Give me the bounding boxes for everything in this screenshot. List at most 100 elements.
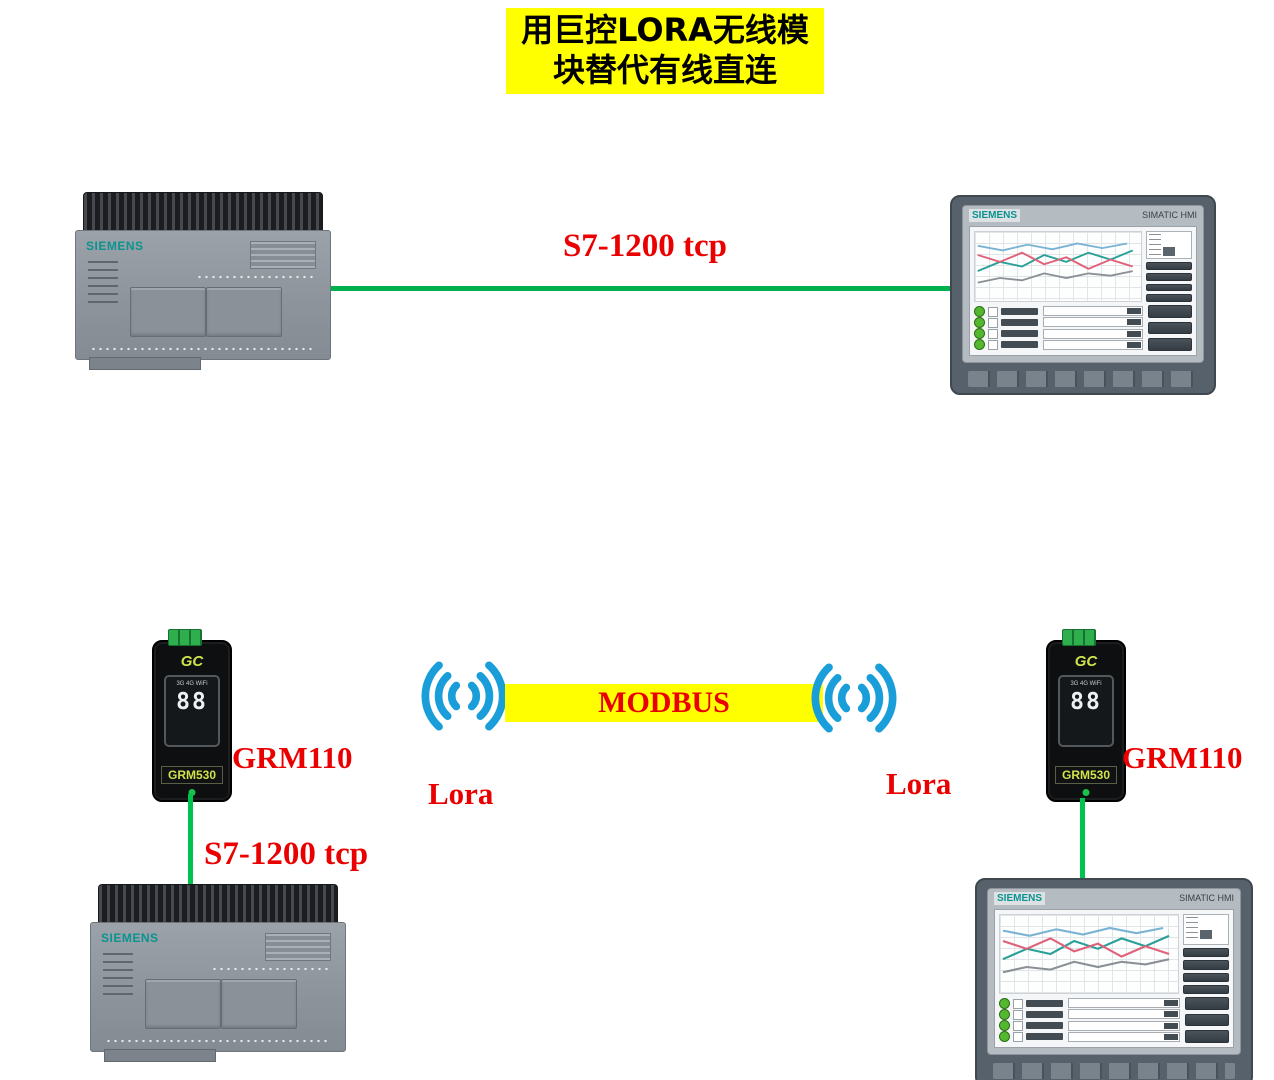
grm-brand-label: GC: [1074, 653, 1098, 670]
grm-display: 3G 4G WiFi 88: [164, 675, 220, 747]
hmi-led-label: [1026, 1000, 1063, 1007]
plc-vent-grille: [98, 884, 338, 926]
hmi-soft-button: [1183, 960, 1229, 970]
plc-body: SIEMENS: [90, 922, 346, 1052]
hmi-brand-label: SIEMENS: [969, 208, 1021, 222]
hmi-header: SIEMENS SIMATIC HMI: [988, 889, 1240, 907]
grm-terminal-block: [1062, 629, 1096, 646]
plc-door-right: [206, 287, 282, 337]
hmi-checkbox: [1013, 1009, 1023, 1020]
top-link-label: S7-1200 tcp: [562, 228, 728, 264]
hmi-led-row: [974, 317, 1038, 328]
hmi-led-row: [999, 1020, 1063, 1031]
grm-radio-labels: 3G 4G WiFi: [176, 680, 208, 687]
grm-terminal-block: [168, 629, 202, 646]
title-banner: 用巨控LORA无线模 块替代有线直连: [506, 8, 824, 94]
grm-module-left: GC 3G 4G WiFi 88 GRM530: [152, 629, 232, 802]
hmi-controls-row: [974, 305, 1192, 352]
hmi-led-column: [999, 997, 1063, 1043]
hmi-soft-button: [1148, 338, 1192, 352]
green-led-icon: [974, 306, 985, 317]
hmi-led-row: [999, 998, 1063, 1009]
hmi-checkbox: [1013, 998, 1023, 1009]
hmi-device-top: SIEMENS SIMATIC HMI: [950, 195, 1216, 395]
hmi-trend-lines: [1002, 926, 1170, 974]
hmi-soft-button: [1146, 262, 1192, 270]
plc-door-left: [145, 979, 221, 1029]
lora-left-caption: Lora: [428, 776, 494, 811]
plc-terminal-dots-bottom: [105, 1037, 331, 1045]
plc-type-label: [265, 933, 331, 961]
hmi-soft-button: [1185, 1030, 1229, 1044]
hmi-side-panel: [1183, 914, 1229, 995]
grm-display: 3G 4G WiFi 88: [1058, 675, 1114, 747]
hmi-led-label: [1026, 1033, 1063, 1040]
hmi-function-keys: [968, 371, 1198, 387]
plc-led-block: [88, 261, 118, 307]
hmi-screen: [969, 226, 1197, 356]
hmi-value-bar: [1068, 1031, 1180, 1042]
hmi-checkbox: [988, 328, 998, 339]
hmi-soft-button: [1183, 972, 1229, 982]
grm-radio-labels: 3G 4G WiFi: [1070, 680, 1102, 687]
hmi-checkbox: [1013, 1031, 1023, 1042]
green-led-icon: [974, 328, 985, 339]
hmi-trend-chart: [999, 914, 1179, 994]
hmi-value-bar: [1068, 1009, 1180, 1020]
hmi-soft-button: [1183, 984, 1229, 995]
grm-status-led: [1082, 789, 1090, 796]
hmi-slider: [1146, 231, 1192, 259]
grm-module-right: GC 3G 4G WiFi 88 GRM530: [1046, 629, 1126, 802]
hmi-led-row: [999, 1009, 1063, 1020]
hmi-led-row: [974, 306, 1038, 317]
hmi-value-bar: [1068, 998, 1180, 1008]
hmi-value-bar: [1043, 328, 1143, 339]
plc-type-label: [250, 241, 316, 269]
hmi-bezel: SIEMENS SIMATIC HMI: [962, 205, 1204, 363]
hmi-value-bar: [1043, 317, 1143, 328]
hmi-soft-button: [1148, 321, 1192, 335]
hmi-led-label: [1026, 1011, 1063, 1018]
grm-digit-display: 88: [176, 689, 208, 715]
hmi-value-bar: [1043, 306, 1143, 316]
plc-terminal-dots-top: [211, 965, 329, 973]
green-led-icon: [999, 1009, 1010, 1020]
hmi-model-label: SIMATIC HMI: [1142, 210, 1197, 220]
hmi-slider-track: [1149, 234, 1161, 256]
grm-status-led: [188, 789, 196, 796]
grm-left-caption: GRM110: [232, 740, 353, 775]
hmi-soft-button: [1146, 294, 1192, 302]
plc-brand-label: SIEMENS: [86, 239, 144, 253]
green-led-icon: [999, 1020, 1010, 1031]
plc-device-top: SIEMENS: [75, 192, 331, 370]
plc-terminal-dots-bottom: [90, 345, 316, 353]
plc-vent-grille: [83, 192, 323, 234]
grm-digit-display: 88: [1070, 689, 1102, 715]
green-led-icon: [974, 317, 985, 328]
grm-brand-label: GC: [180, 653, 204, 670]
hmi-value-bars: [1043, 305, 1143, 351]
modbus-bus-bar: MODBUS: [505, 684, 823, 722]
plc-door-right: [221, 979, 297, 1029]
hmi-button-column: [1185, 997, 1229, 1044]
hmi-soft-button: [1183, 948, 1229, 958]
hmi-led-column: [974, 305, 1038, 351]
hmi-led-row: [974, 328, 1038, 339]
hmi-slider: [1183, 914, 1229, 946]
plc-terminal-dots-top: [196, 273, 314, 281]
hmi-led-label: [1001, 330, 1038, 337]
hmi-screen-main: [974, 231, 1192, 302]
hmi-screen-main: [999, 914, 1229, 995]
hmi-soft-button: [1146, 283, 1192, 292]
wire-left-link: [188, 794, 193, 886]
hmi-slider-handle: [1163, 247, 1175, 256]
hmi-soft-button: [1185, 1013, 1229, 1027]
bottom-left-link-label: S7-1200 tcp: [204, 836, 369, 872]
hmi-value-bars: [1068, 997, 1180, 1043]
lora-right-caption: Lora: [886, 766, 952, 801]
hmi-controls-row: [999, 997, 1229, 1044]
grm-model-label: GRM530: [1055, 766, 1117, 784]
radio-waves-icon: [811, 663, 897, 733]
wire-top-link: [328, 286, 950, 291]
